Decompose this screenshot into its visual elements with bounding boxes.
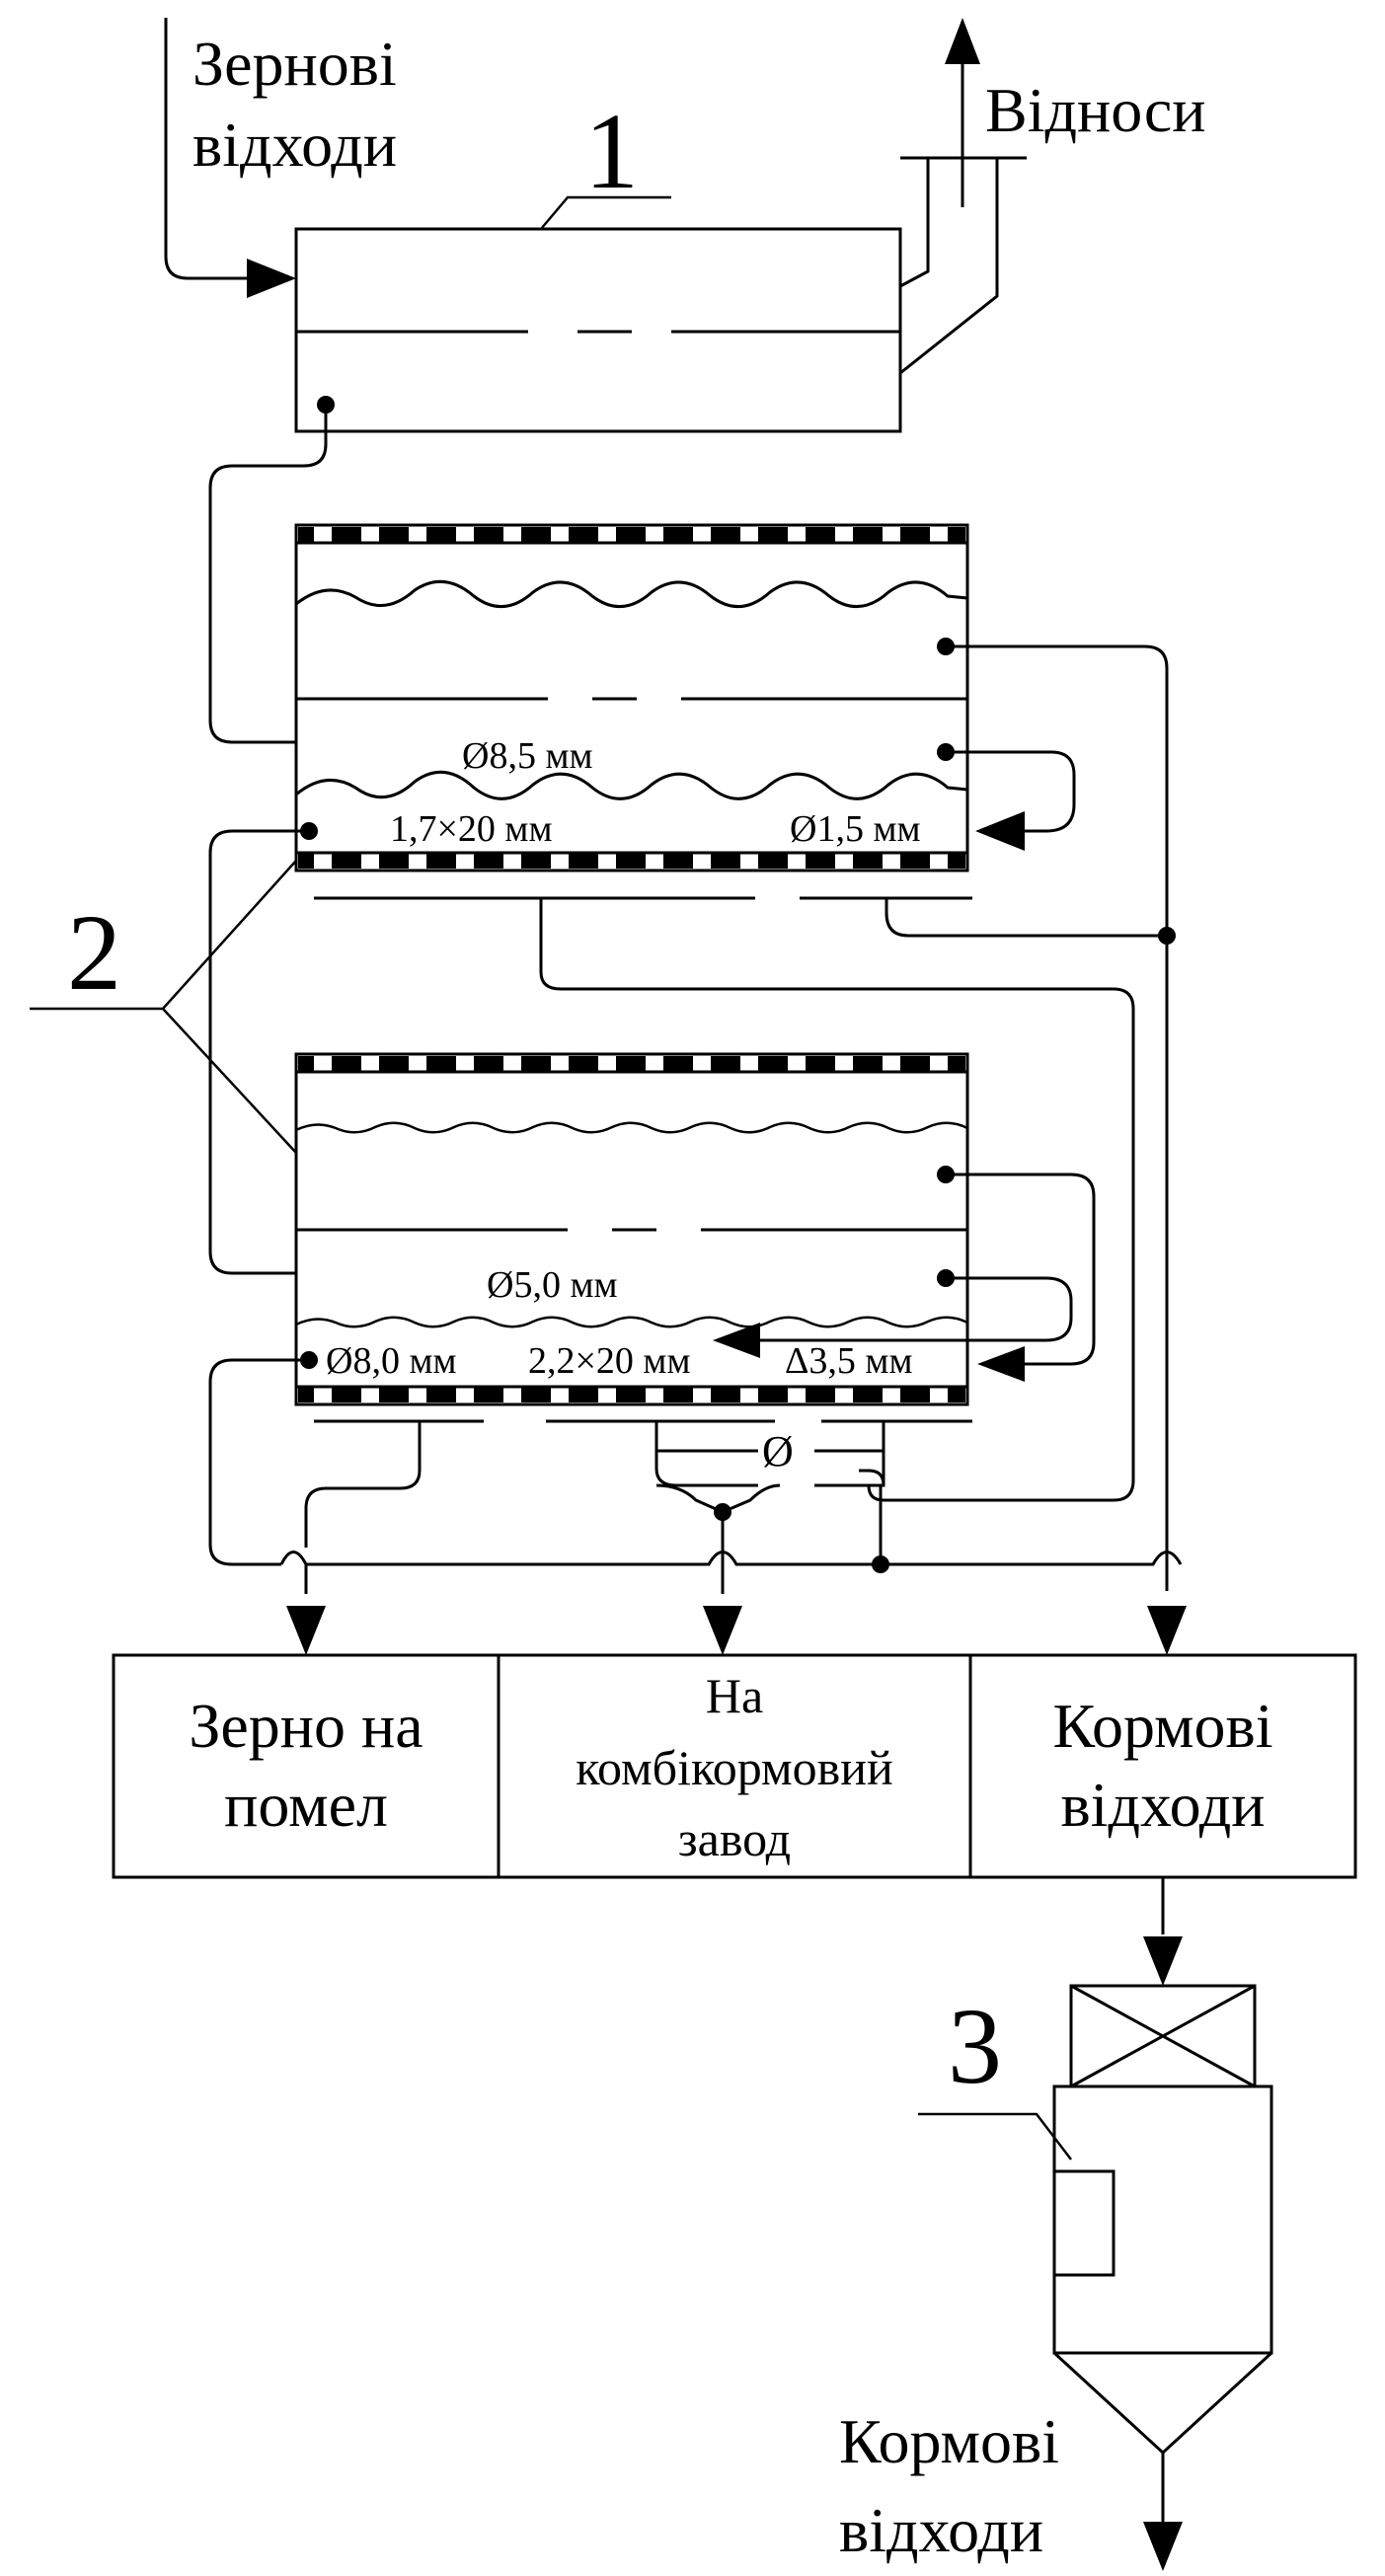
lower-bottom-outlet-line [208,1358,309,1566]
lower-separator-top-perforation [298,1056,965,1072]
lower-top-recirculation-line [946,1173,1096,1366]
separator-number: 2 [67,892,121,1013]
lower-separator-bottom-perforation [298,1387,965,1402]
upper-sieve-wave-bottom [295,770,968,800]
lower-sieve-wave-top [295,1121,968,1134]
crossover-to-milling [279,1551,308,1565]
grain-waste-label-line1: Зернові [192,29,397,99]
aspirator-leader [540,195,671,230]
lower-sieve-label-middle: Ø5,0 мм [487,1264,618,1306]
output-feed-mill-line1: На [706,1668,763,1723]
upper-separator-bottom-perforation [298,853,965,869]
upper-underflow-to-feed-waste [885,898,1167,938]
input-flow-line [164,18,252,280]
upper-separator-top-perforation [298,527,965,543]
upper-sieve-label-bottom-left: 1,7×20 мм [390,808,553,850]
lower-middle-recirculation-line [760,1276,1073,1342]
lower-middle-recirculation-arrow [713,1323,760,1358]
junction-dot-collector [872,1555,889,1573]
bottom-collector-line [306,1551,1183,1566]
separator-leader-lines [30,860,297,1154]
crusher-number: 3 [948,1986,1002,2106]
upper-recirculation-loop [946,750,1076,833]
lower-top-recirculation-arrow [977,1346,1025,1382]
output-feed-mill-line3: завод [678,1811,791,1866]
output-grain-line1: Зерно на [189,1691,423,1761]
upper-recirculation-arrow [975,811,1025,851]
crusher-inlet-arrow [1143,1936,1183,1986]
upper-to-feed-waste-line [946,644,1169,1591]
grain-waste-label-line2: відходи [192,110,397,180]
crusher-motor [1052,2169,1116,2277]
final-feed-waste-line1: Кормові [839,2406,1059,2476]
output-feed-waste-line1: Кормові [1052,1691,1272,1761]
lower-sieve-label-bottom-center: 2,2×20 мм [528,1340,691,1382]
upper-underflow-to-lower [539,898,1135,1502]
output-feed-mill-line2: комбікормовий [576,1740,893,1795]
output-feed-waste-box [968,1653,1357,1879]
output-grain-line2: помел [224,1770,388,1840]
aspirator-to-separator-line [208,405,350,744]
lower-underflow-to-milling [304,1421,422,1548]
lower-underflow-to-feed-mill [859,1469,885,1486]
aspirator-number: 1 [584,91,639,211]
valve-symbol: Ø [762,1427,794,1476]
upper-to-lower-feed-line [208,829,350,1275]
feed-waste-inlet-arrow [1147,1606,1187,1655]
junction-dot-upper [1158,927,1176,945]
milling-inlet-arrow [286,1606,326,1655]
crusher-hopper-cross [1070,1984,1256,2088]
aspiration-label: Відноси [985,75,1206,145]
aspiration-arrow [945,18,980,64]
crusher-outlet-arrow [1143,2522,1183,2571]
lower-sieve-label-bottom-right: Δ3,5 мм [785,1340,913,1382]
input-arrow [247,259,296,298]
bypass-return-line [867,1484,903,1502]
upper-sieve-label-middle: Ø8,5 мм [462,735,593,777]
crusher-leader [918,2112,1072,2160]
crusher-cone [1052,2351,1273,2456]
upper-sieve-wave-top [295,579,968,609]
output-feed-waste-line2: відходи [1060,1770,1265,1840]
output-grain-box [112,1653,500,1879]
lower-sieve-wave-bottom [295,1316,968,1328]
output-feed-mill-box [497,1653,972,1879]
lower-sieve-label-bottom-left: Ø8,0 мм [326,1340,457,1382]
upper-sieve-label-bottom-right: Ø1,5 мм [790,808,921,850]
feed-mill-inlet-arrow [703,1606,742,1655]
final-feed-waste-line2: відходи [839,2495,1043,2565]
